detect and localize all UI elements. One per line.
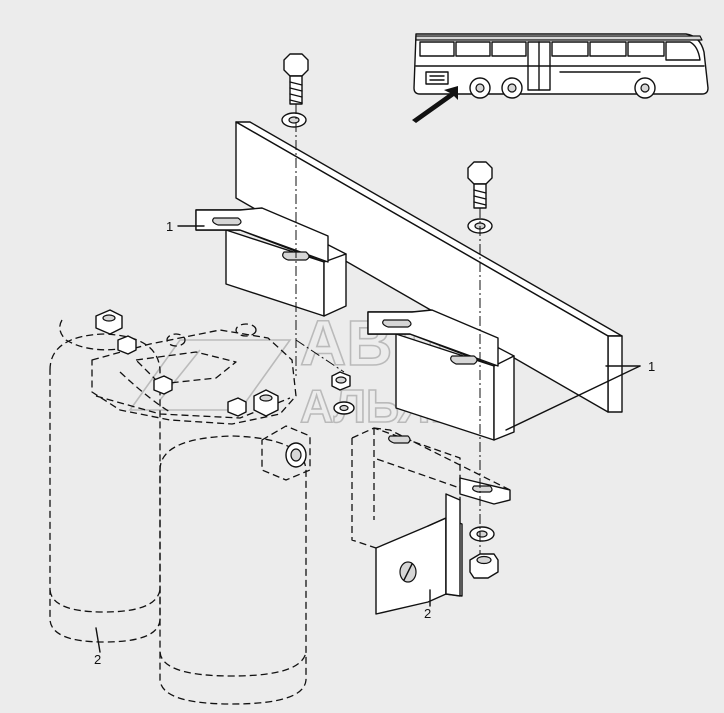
washer-right-lower	[469, 526, 495, 542]
bus-wheels	[469, 77, 656, 99]
washer-upper-left	[281, 112, 307, 128]
slot-hole	[472, 485, 493, 493]
callout-2-bracket: 2	[424, 606, 431, 621]
nut-left	[331, 371, 351, 391]
leader-lines	[95, 225, 641, 653]
callout-1-right: 1	[648, 359, 655, 374]
angle-bracket-upper	[195, 207, 347, 317]
bolt-right	[467, 161, 493, 209]
fuel-filter-assembly	[49, 309, 311, 705]
hex-fitting	[153, 375, 173, 395]
bolt-upper-left	[283, 53, 309, 105]
assembly-centerlines	[295, 104, 481, 554]
mounting-plate	[235, 121, 623, 413]
nut-right	[469, 553, 499, 579]
slot-hole	[388, 435, 411, 444]
angle-bracket-right	[367, 309, 515, 441]
bus-locator-icon	[412, 33, 709, 123]
hex-fitting	[95, 309, 123, 335]
location-arrow	[412, 86, 458, 123]
washer-left	[333, 401, 355, 415]
hex-fitting	[227, 397, 247, 417]
hex-fitting	[117, 335, 137, 355]
callout-1-upper-left: 1	[166, 219, 173, 234]
hex-fitting	[253, 389, 279, 417]
lower-bracket	[351, 427, 511, 615]
slot-hole	[450, 355, 478, 365]
slot-hole	[382, 319, 412, 328]
slot-hole	[212, 217, 242, 226]
callout-2-filter: 2	[94, 652, 101, 667]
